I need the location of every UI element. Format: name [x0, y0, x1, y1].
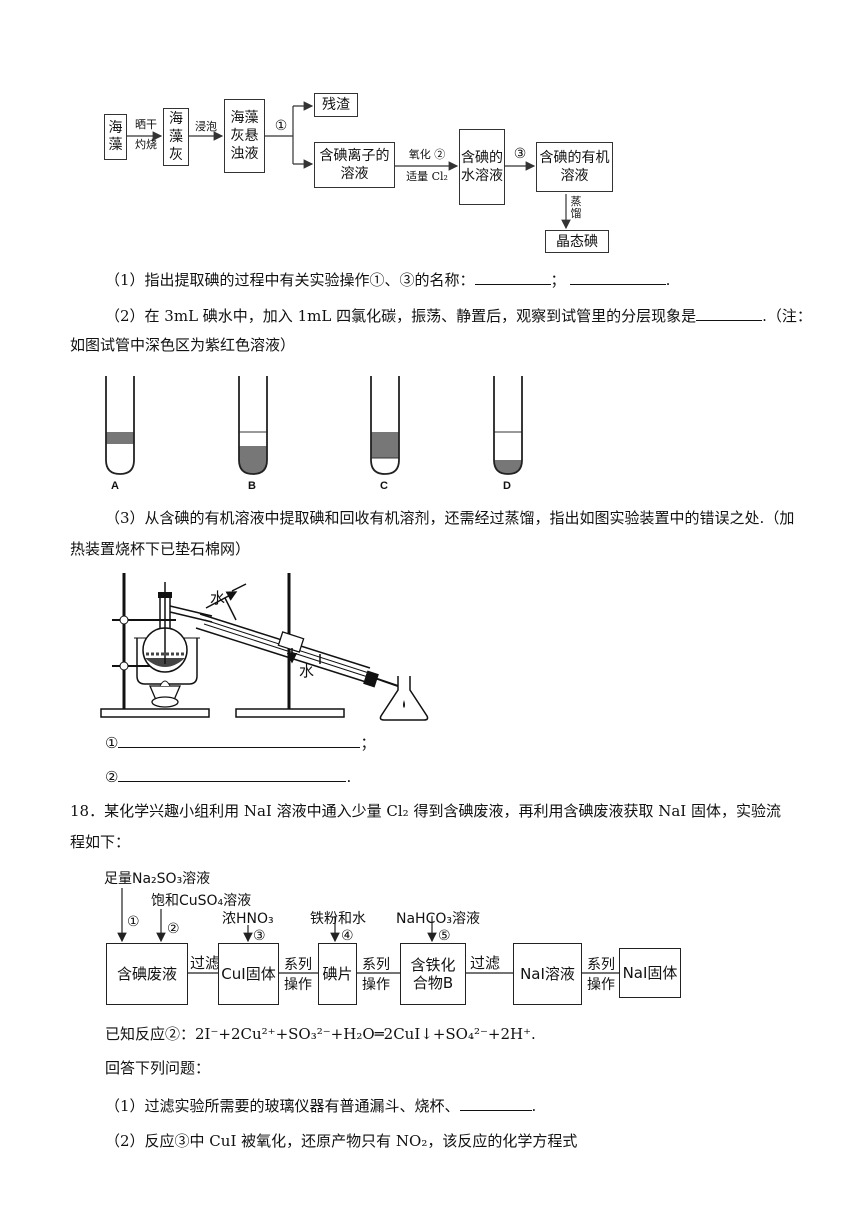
tube-label-c: C [380, 480, 388, 492]
box-iodide-solution: 含碘离子的溶液 [314, 142, 395, 188]
answer-q2: （2）反应③中 CuI 被氧化，还原产物只有 NO₂，该反应的化学方程式 [105, 1132, 578, 1150]
tube-c [370, 376, 400, 475]
answer-blank-op1[interactable] [474, 268, 551, 285]
question-2-line2: 如图试管中深色区为紫红色溶液） [70, 336, 296, 354]
reagent-fe-water: 铁粉和水 [310, 911, 366, 927]
answer-line-2: ②. [105, 765, 351, 788]
label-distill: 蒸馏 [570, 195, 582, 220]
tube-c-dark-layer [371, 432, 399, 458]
answer-line-1: ①； [105, 731, 375, 754]
box-ash: 海藻灰 [163, 108, 189, 166]
label-series-3: 系列操作 [587, 957, 615, 993]
label-filter-1: 过滤 [190, 954, 221, 972]
question-3-line1: （3）从含碘的有机溶液中提取碘和回收有机溶剂，还需经过蒸馏，指出如图实验装置中的… [105, 509, 795, 527]
box-crystal: 晶态碘 [545, 230, 609, 253]
question-2-line1: （2）在 3mL 碘水中，加入 1mL 四氯化碳，振荡、静置后，观察到试管里的分… [105, 304, 812, 327]
box-iodine-flake: 碘片 [318, 943, 357, 1005]
box-nai-solid: NaI固体 [619, 948, 681, 998]
box-nai-solution: NaI溶液 [513, 943, 582, 1005]
box-haizao: 海藻 [104, 114, 127, 160]
question-1: （1）指出提取碘的过程中有关实验操作①、③的名称：；. [105, 268, 670, 291]
label-op1: ① [274, 118, 288, 134]
label-filter-2: 过滤 [470, 954, 501, 972]
label-soak: 浸泡 [195, 120, 217, 133]
answer-intro: 回答下列问题： [105, 1059, 211, 1077]
box-iodine-water: 含碘的水溶液 [459, 129, 505, 205]
box-residue: 残渣 [314, 93, 358, 117]
label-series-2: 系列操作 [362, 957, 390, 993]
tube-a [105, 376, 135, 475]
box-suspension: 海藻灰悬浊液 [224, 99, 265, 173]
answer-blank-error1[interactable] [118, 731, 361, 748]
reagent-num-3: ③ [253, 928, 266, 944]
tube-label-d: D [503, 480, 511, 492]
tube-d-dark-layer [494, 460, 522, 474]
reagent-cuso4: 饱和CuSO₄溶液 [151, 893, 252, 909]
label-series-1: 系列操作 [284, 957, 312, 993]
label-oxidize: 氧化 ② [408, 148, 446, 161]
answer-blank-glassware[interactable] [459, 1094, 532, 1111]
tube-b [238, 376, 268, 475]
tube-b-dark-layer [239, 446, 267, 474]
tube-label-a: A [111, 480, 119, 492]
answer-blank-error2[interactable] [118, 765, 347, 782]
box-cui-solid: CuI固体 [218, 943, 279, 1005]
known-reaction: 已知反应②：2I⁻+2Cu²⁺+SO₃²⁻+H₂O═2CuI↓+SO₄²⁻+2H… [105, 1025, 536, 1043]
question-3-line2: 热装置烧杯下已垫石棉网） [70, 540, 251, 558]
answer-blank-op3[interactable] [569, 268, 666, 285]
label-water-in: 水 [210, 589, 226, 607]
box-waste-liquid: 含碘废液 [106, 943, 188, 1005]
tube-a-dark-layer [106, 432, 134, 444]
reagent-na2so3: 足量Na₂SO₃溶液 [104, 871, 211, 887]
question-18-line2: 程如下： [70, 833, 131, 851]
reagent-num-4: ④ [341, 928, 354, 944]
label-op3: ③ [513, 146, 527, 162]
answer-q1: （1）过滤实验所需要的玻璃仪器有普通漏斗、烧杯、. [105, 1094, 536, 1117]
tube-d [493, 376, 523, 475]
box-organic-solution: 含碘的有机溶液 [536, 142, 613, 192]
reagent-hno3: 浓HNO₃ [222, 911, 274, 927]
reagent-num-5: ⑤ [438, 928, 451, 944]
tube-label-b: B [248, 480, 256, 492]
reagent-num-1: ① [127, 914, 140, 930]
label-cl2: 适量 Cl₂ [406, 170, 448, 183]
box-iron-compound-b: 含铁化合物B [400, 943, 466, 1005]
label-water-out: 水 [299, 662, 315, 680]
label-burn: 灼烧 [135, 138, 157, 151]
answer-blank-layer[interactable] [696, 304, 763, 321]
label-dry: 晒干 [135, 118, 157, 131]
question-18-line1: 18．某化学兴趣小组利用 NaI 溶液中通入少量 Cl₂ 得到含碘废液，再利用含… [70, 802, 781, 820]
reagent-nahco3: NaHCO₃溶液 [396, 911, 480, 927]
reagent-num-2: ② [167, 921, 180, 937]
